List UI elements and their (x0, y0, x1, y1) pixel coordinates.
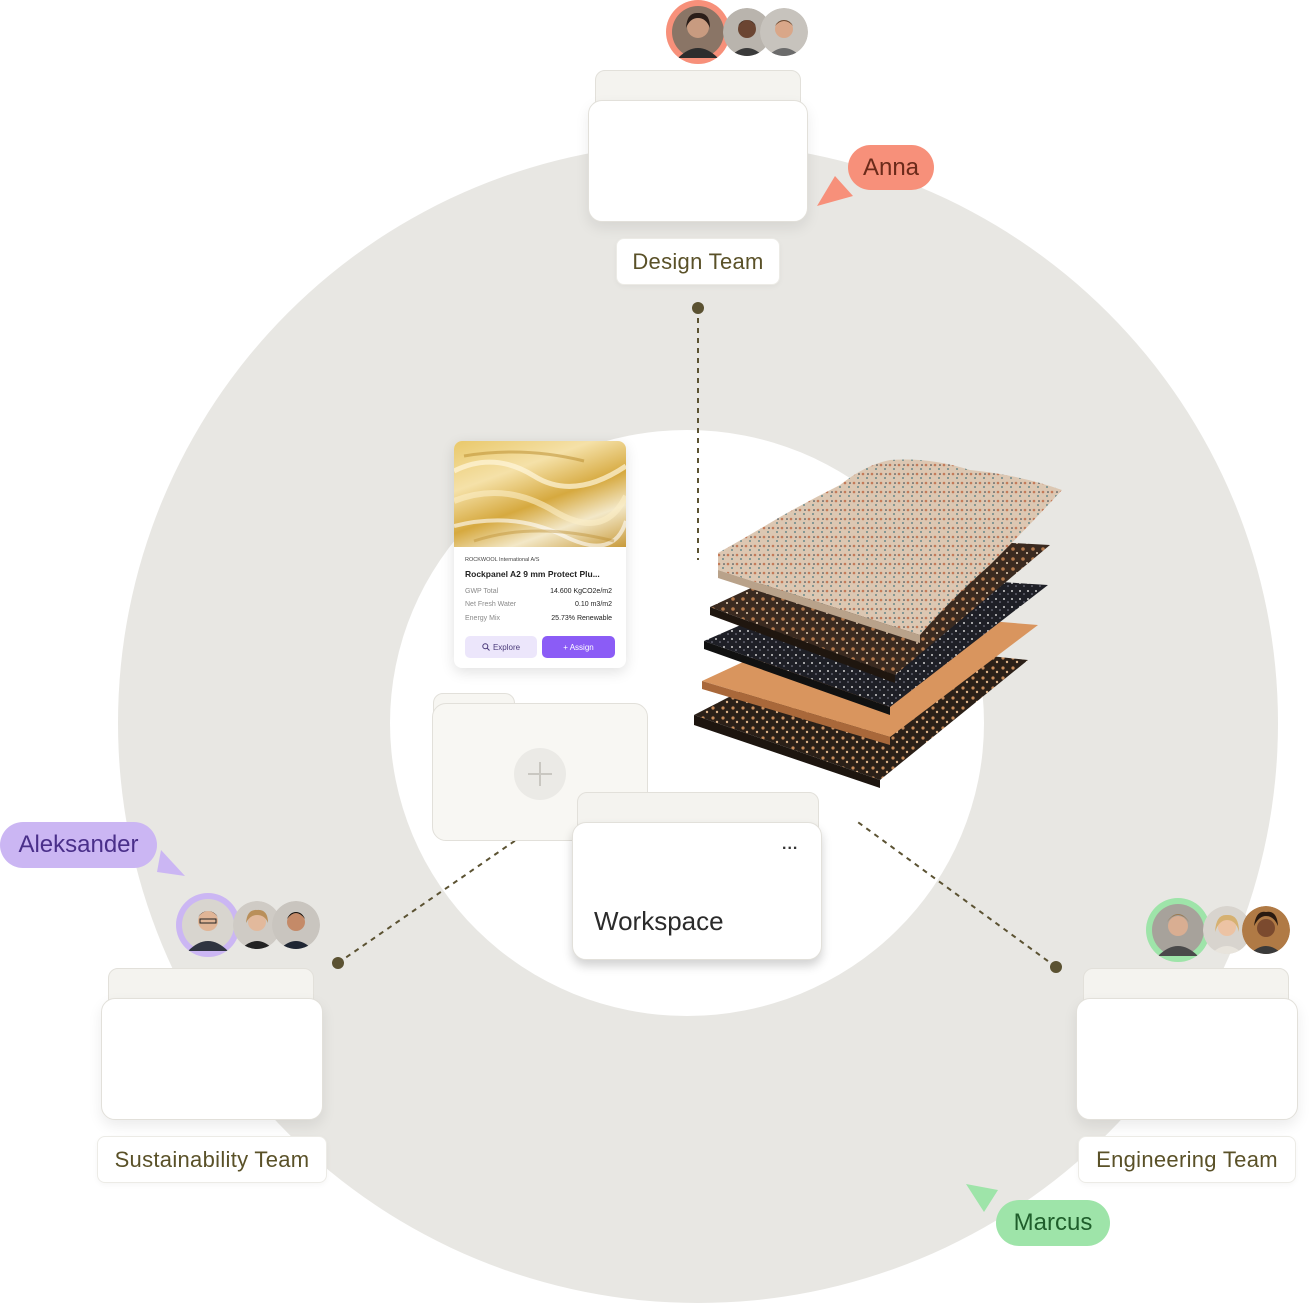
marcus-name-tag: Marcus (996, 1200, 1110, 1246)
avatar-member-6[interactable] (272, 901, 320, 949)
marcus-cursor-icon (964, 1182, 1000, 1216)
avatar-aleksander[interactable] (176, 893, 240, 957)
card-manufacturer: ROCKWOOL International A/S (465, 557, 539, 563)
workspace-title: Workspace (594, 906, 724, 937)
material-card[interactable]: ROCKWOOL International A/S Rockpanel A2 … (454, 441, 626, 668)
explore-button[interactable]: Explore (465, 636, 537, 658)
avatar-member-9[interactable] (1242, 906, 1290, 954)
sustainability-connector-dot (332, 957, 344, 969)
search-icon (482, 643, 490, 651)
assign-button[interactable]: + Assign (542, 636, 615, 658)
anna-name-tag: Anna (848, 145, 934, 190)
anna-cursor-icon (815, 174, 855, 210)
add-icon[interactable] (514, 748, 566, 800)
aleksander-cursor-icon (155, 848, 189, 878)
material-image (454, 441, 626, 547)
aleksander-name-tag: Aleksander (0, 822, 157, 868)
avatar-anna[interactable] (666, 0, 730, 64)
workspace-menu-icon[interactable]: ... (782, 836, 798, 854)
design-connector-dot (692, 302, 704, 314)
engineering-connector-dot (1050, 961, 1062, 973)
material-samples-stack (690, 445, 1070, 790)
sustainability-team-label[interactable]: Sustainability Team (97, 1136, 327, 1183)
avatar-member-3[interactable] (760, 8, 808, 56)
design-team-label[interactable]: Design Team (616, 238, 780, 285)
avatar-marcus[interactable] (1146, 898, 1210, 962)
card-product-name: Rockpanel A2 9 mm Protect Plu... (465, 569, 600, 579)
engineering-team-label[interactable]: Engineering Team (1078, 1136, 1296, 1183)
